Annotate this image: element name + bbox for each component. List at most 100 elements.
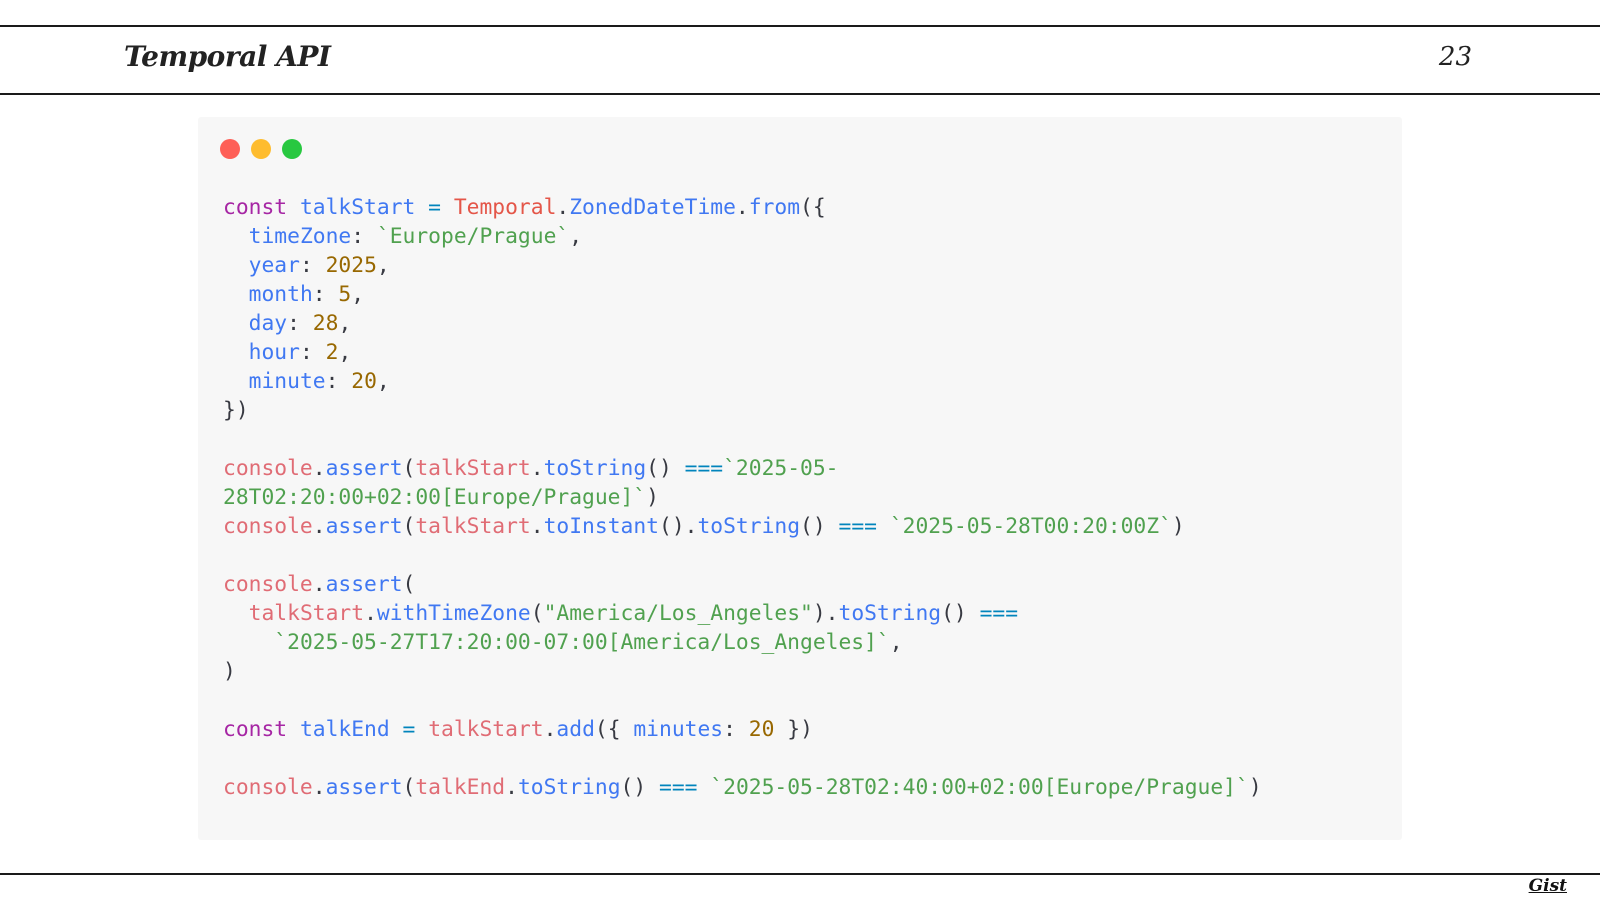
code-token: (). bbox=[659, 514, 698, 539]
code-line bbox=[223, 686, 1262, 715]
code-token: ) bbox=[1248, 775, 1262, 800]
code-token: console bbox=[223, 456, 313, 481]
code-token: , bbox=[889, 630, 903, 655]
code-token: minutes bbox=[633, 717, 724, 742]
code-token bbox=[287, 195, 300, 220]
code-token: const bbox=[223, 717, 288, 742]
minimize-dot-icon bbox=[251, 139, 271, 159]
code-token: toString bbox=[517, 775, 621, 800]
code-token: console bbox=[223, 514, 313, 539]
code-token: `2025-05- bbox=[723, 456, 839, 481]
code-token: talkEnd bbox=[299, 717, 390, 742]
code-token: 2 bbox=[325, 340, 339, 365]
code-token: === bbox=[979, 601, 1019, 626]
code-token: toString bbox=[543, 456, 647, 481]
code-token: `2025-05-27T17:20:00-07:00[America/Los_A… bbox=[274, 630, 890, 655]
code-token bbox=[223, 369, 249, 394]
code-token: timeZone bbox=[248, 224, 352, 249]
code-token: 28 bbox=[312, 311, 339, 336]
code-token: === bbox=[838, 514, 877, 539]
code-token: `2025-05-28T02:40:00+02:00[Europe/Prague… bbox=[710, 775, 1249, 800]
code-line: const talkEnd = talkStart.add({ minutes:… bbox=[223, 715, 1262, 744]
code-line: talkStart.withTimeZone("America/Los_Ange… bbox=[223, 599, 1262, 628]
code-token: : bbox=[325, 369, 352, 394]
slide-number: 23 bbox=[1438, 42, 1472, 72]
code-block: const talkStart = Temporal.ZonedDateTime… bbox=[223, 193, 1262, 802]
code-token: }) bbox=[774, 717, 813, 742]
code-line: ) bbox=[223, 657, 1262, 686]
gist-link[interactable]: Gist bbox=[1528, 876, 1567, 896]
code-token: ) bbox=[1171, 514, 1185, 539]
code-token bbox=[287, 717, 300, 742]
code-token: `2025-05-28T00:20:00Z` bbox=[889, 514, 1172, 539]
code-token: : bbox=[351, 224, 377, 249]
code-line: }) bbox=[223, 396, 1262, 425]
code-line: console.assert( bbox=[223, 570, 1262, 599]
code-token: assert bbox=[325, 456, 403, 481]
code-token: , bbox=[338, 311, 352, 336]
code-token: () bbox=[800, 514, 839, 539]
code-token: assert bbox=[325, 775, 403, 800]
code-line: console.assert(talkStart.toInstant().toS… bbox=[223, 512, 1262, 541]
code-token: "America/Los_Angeles" bbox=[543, 601, 813, 626]
code-token: 20 bbox=[351, 369, 377, 394]
code-token: . bbox=[312, 514, 326, 539]
code-token: . bbox=[312, 456, 326, 481]
code-token: . bbox=[543, 717, 557, 742]
code-token: . bbox=[505, 775, 518, 800]
code-token: . bbox=[364, 601, 377, 626]
code-token: toString bbox=[838, 601, 942, 626]
code-token bbox=[877, 514, 890, 539]
code-line bbox=[223, 541, 1262, 570]
code-token: ( bbox=[530, 601, 544, 626]
code-token: assert bbox=[325, 572, 403, 597]
code-token bbox=[223, 311, 249, 336]
code-token: talkEnd bbox=[415, 775, 506, 800]
code-token: 2025 bbox=[325, 253, 377, 278]
code-token: : bbox=[299, 253, 326, 278]
code-token bbox=[415, 717, 428, 742]
code-token: ). bbox=[812, 601, 839, 626]
code-token: hour bbox=[248, 340, 300, 365]
code-token: () bbox=[620, 775, 659, 800]
code-line: 28T02:20:00+02:00[Europe/Prague]`) bbox=[223, 483, 1262, 512]
code-token: console bbox=[223, 775, 313, 800]
code-line: const talkStart = Temporal.ZonedDateTime… bbox=[223, 193, 1262, 222]
code-token: assert bbox=[325, 514, 403, 539]
code-line: console.assert(talkEnd.toString() === `2… bbox=[223, 773, 1262, 802]
code-token: month bbox=[248, 282, 313, 307]
code-token bbox=[223, 224, 249, 249]
code-token: : bbox=[723, 717, 749, 742]
code-token: talkStart bbox=[415, 456, 531, 481]
code-line: month: 5, bbox=[223, 280, 1262, 309]
code-line bbox=[223, 744, 1262, 773]
code-token: ) bbox=[646, 485, 659, 510]
code-token: . bbox=[312, 572, 326, 597]
code-token bbox=[223, 601, 249, 626]
code-token: withTimeZone bbox=[376, 601, 531, 626]
code-line: day: 28, bbox=[223, 309, 1262, 338]
code-token: minute bbox=[248, 369, 326, 394]
code-token: . bbox=[735, 195, 749, 220]
code-token: 20 bbox=[748, 717, 775, 742]
code-line: timeZone: `Europe/Prague`, bbox=[223, 222, 1262, 251]
top-rule bbox=[0, 25, 1600, 27]
close-dot-icon bbox=[220, 139, 240, 159]
code-window: const talkStart = Temporal.ZonedDateTime… bbox=[198, 117, 1402, 840]
code-token: day bbox=[248, 311, 288, 336]
code-token bbox=[223, 253, 249, 278]
window-controls bbox=[220, 139, 302, 159]
code-token: ( bbox=[402, 456, 416, 481]
code-token: ) bbox=[223, 659, 236, 684]
code-token: const bbox=[223, 195, 288, 220]
code-token: ZonedDateTime bbox=[569, 195, 736, 220]
code-token: year bbox=[248, 253, 300, 278]
code-token: , bbox=[376, 369, 390, 394]
code-token: : bbox=[287, 311, 313, 336]
code-token: . bbox=[556, 195, 570, 220]
code-token: . bbox=[530, 514, 544, 539]
code-token bbox=[415, 195, 428, 220]
header-rule bbox=[0, 93, 1600, 95]
code-token: () bbox=[941, 601, 980, 626]
code-token: ( bbox=[402, 514, 416, 539]
